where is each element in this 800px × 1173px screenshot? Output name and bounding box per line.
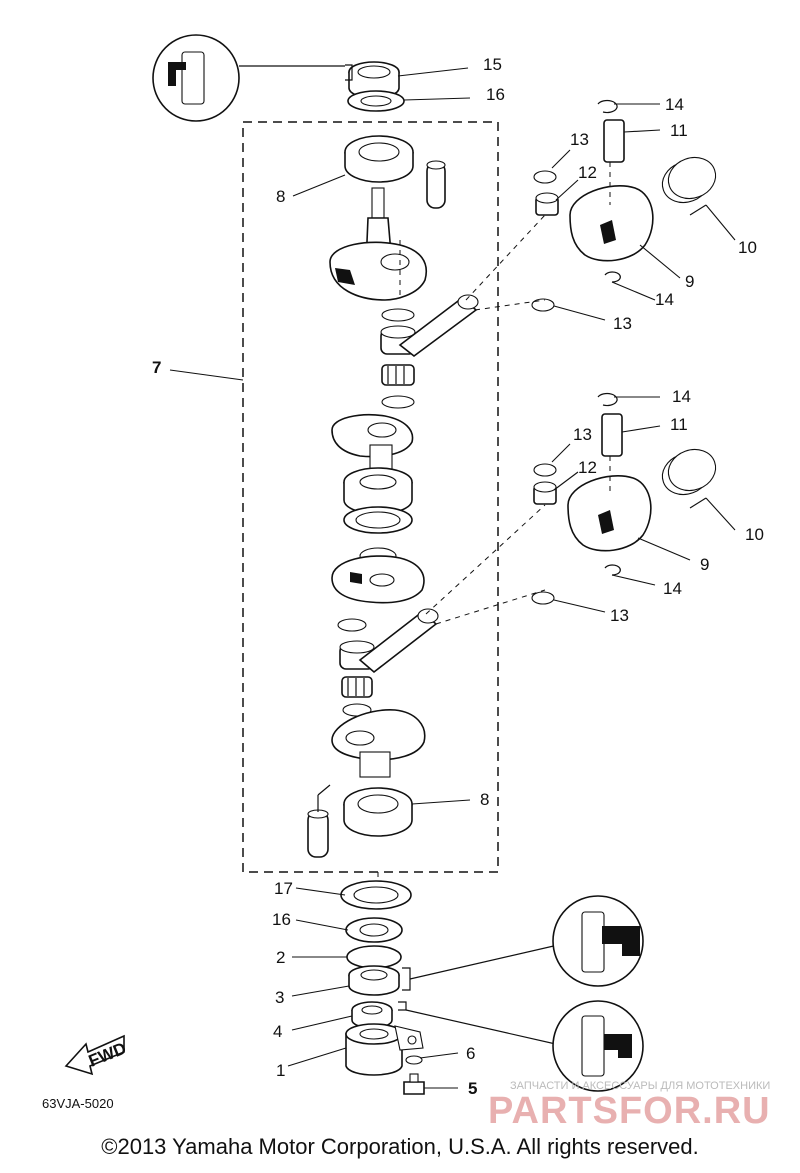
callout-12-b: 12 [578, 458, 597, 477]
part-8-top-bearing [344, 135, 414, 183]
callout-9-b: 9 [700, 555, 709, 574]
thrust-washer [381, 308, 415, 322]
part-3-seal [348, 965, 400, 996]
callout-10-b: 10 [745, 525, 764, 544]
part-6-washer [405, 1055, 423, 1065]
middle-main-bearing [343, 467, 413, 515]
callout-1: 1 [276, 1061, 285, 1080]
callout-8-top: 8 [276, 187, 285, 206]
callout-14-b: 14 [655, 290, 674, 309]
callout-11-a: 11 [670, 121, 688, 140]
part-8-bottom-bearing [343, 787, 413, 837]
callout-7: 7 [152, 358, 161, 377]
callout-6: 6 [466, 1044, 475, 1063]
part-16-seal-bottom [345, 917, 403, 943]
detail-circle-upper [552, 895, 644, 987]
middle-labyrinth-seal [343, 506, 413, 534]
fwd-label: FWD [86, 1039, 129, 1071]
callout-2: 2 [276, 948, 285, 967]
callout-11-b: 11 [670, 415, 688, 434]
middle-crank-web-upper [331, 413, 414, 472]
callout-17: 17 [274, 879, 293, 898]
callout-8-bottom: 8 [480, 790, 489, 809]
watermark-logo: PARTSFOR.RU [488, 1090, 771, 1132]
seal-brackets [345, 64, 561, 1046]
callout-4: 4 [273, 1022, 282, 1041]
middle-crank-web-lower [331, 547, 425, 604]
part-5-bolt [403, 1073, 425, 1095]
leader-lines [169, 67, 736, 1089]
fwd-arrow-icon: FWD [64, 1034, 129, 1076]
detail-circle-lower [552, 1000, 644, 1092]
lower-crank-web [331, 709, 426, 778]
part-16-seal [347, 90, 405, 112]
watermark-subtitle: ЗАПЧАСТИ И АКСЕССУАРЫ ДЛЯ МОТОТЕХНИКИ [510, 1080, 771, 1092]
thrust-washer [337, 618, 367, 632]
lower-piston-group [531, 392, 717, 605]
callout-16-bottom: 16 [272, 910, 291, 929]
lower-needle-bearing [341, 676, 373, 698]
part-code: 63VJA-5020 [42, 1096, 114, 1111]
part-4-seal [351, 1001, 393, 1029]
copyright-notice: ©2013 Yamaha Motor Corporation, U.S.A. A… [101, 1134, 699, 1159]
part-17-gasket [340, 880, 412, 910]
lower-connecting-rod [358, 608, 439, 674]
callout-12-a: 12 [578, 163, 597, 182]
callout-13-d: 13 [610, 606, 629, 625]
callout-13-c: 13 [573, 425, 592, 444]
callout-16-top: 16 [486, 85, 505, 104]
callout-3: 3 [275, 988, 284, 1007]
callout-14-d: 14 [663, 579, 682, 598]
callout-9-a: 9 [685, 272, 694, 291]
callout-10-a: 10 [738, 238, 757, 257]
callout-14-a: 14 [665, 95, 684, 114]
upper-connecting-rod [398, 294, 479, 358]
part-2-ring [346, 945, 402, 969]
callout-14-c: 14 [672, 387, 691, 406]
upper-needle-bearing [381, 364, 415, 386]
crankshaft-assembly-box [242, 121, 499, 873]
callout-5: 5 [468, 1079, 477, 1098]
top-detail-circle [152, 34, 345, 122]
bottom-dowel-pin [307, 784, 331, 858]
thrust-washer [381, 395, 415, 409]
upper-crank-web [329, 187, 427, 301]
part-1-housing [345, 1023, 424, 1076]
callout-13-a: 13 [570, 130, 589, 149]
upper-piston-group [531, 99, 717, 312]
top-dowel-pin [426, 160, 446, 209]
callout-15: 15 [483, 55, 502, 74]
callout-13-b: 13 [613, 314, 632, 333]
